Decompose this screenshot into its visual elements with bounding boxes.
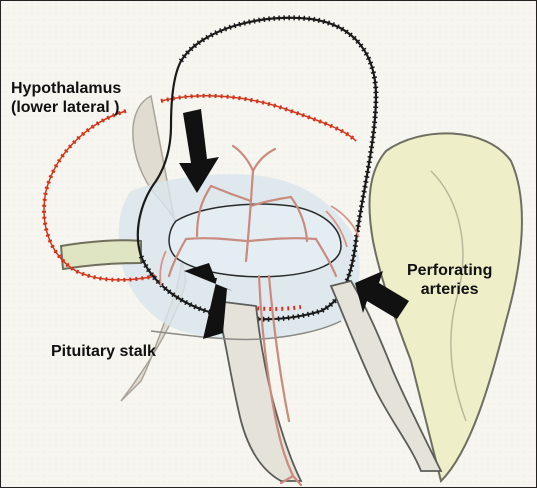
pituitary-stalk-label: Pituitary stalk xyxy=(51,342,156,361)
hypothalamus-label: Hypothalamus (lower lateral ) xyxy=(11,79,121,117)
perforating-arteries-label: Perforating arteries xyxy=(407,261,492,299)
perforating-label-line2: arteries xyxy=(421,281,479,298)
perforating-label-line1: Perforating xyxy=(407,262,492,279)
hypothalamus-label-line1: Hypothalamus xyxy=(11,80,121,97)
hypothalamus-label-line2: (lower lateral ) xyxy=(11,99,119,116)
